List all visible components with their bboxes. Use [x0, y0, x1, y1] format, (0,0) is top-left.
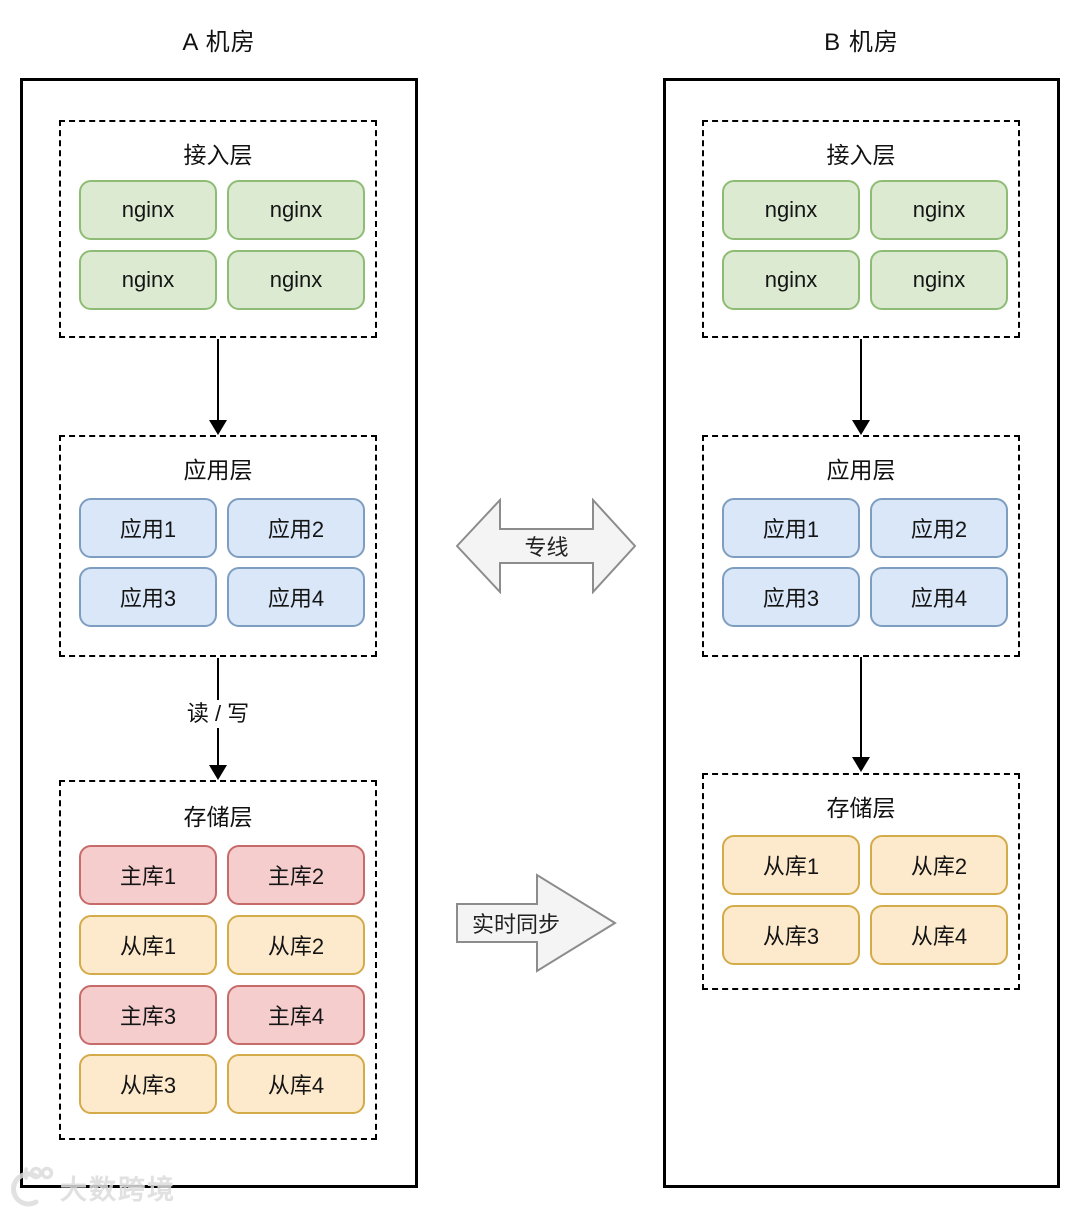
- layer-a-access: 接入层 nginx nginx nginx nginx: [59, 120, 377, 338]
- watermark-logo-icon: [11, 1166, 54, 1207]
- node-b-nginx-2: nginx: [870, 180, 1008, 240]
- layer-b-access-title: 接入层: [826, 142, 896, 168]
- realtime-sync-arrow: 实时同步: [456, 873, 617, 973]
- node-a-app-3: 应用3: [79, 567, 217, 627]
- node-b-nginx-3: nginx: [722, 250, 860, 310]
- layer-b-app-title: 应用层: [826, 457, 896, 483]
- layer-a-storage-title: 存储层: [183, 804, 253, 830]
- node-b-app-4: 应用4: [870, 567, 1008, 627]
- node-a-slave-2: 从库2: [227, 915, 365, 975]
- arrow-a-access-to-app: [209, 339, 227, 435]
- node-a-nginx-4: nginx: [227, 250, 365, 310]
- node-a-master-2: 主库2: [227, 845, 365, 905]
- dedicated-line-label: 专线: [524, 535, 569, 560]
- node-a-app-1: 应用1: [79, 498, 217, 558]
- node-a-app-2: 应用2: [227, 498, 365, 558]
- node-b-slave-4: 从库4: [870, 905, 1008, 965]
- node-a-master-3: 主库3: [79, 985, 217, 1045]
- layer-a-app: 应用层 应用1 应用2 应用3 应用4: [59, 435, 377, 657]
- node-a-slave-1: 从库1: [79, 915, 217, 975]
- node-b-nginx-1: nginx: [722, 180, 860, 240]
- node-a-nginx-1: nginx: [79, 180, 217, 240]
- realtime-sync-label: 实时同步: [471, 912, 560, 937]
- double-arrow-icon: [456, 498, 637, 594]
- node-a-slave-4: 从库4: [227, 1054, 365, 1114]
- dedicated-line-arrow: 专线: [456, 498, 637, 594]
- right-arrow-icon: [456, 873, 617, 973]
- watermark-text: 大数跨境: [60, 1174, 176, 1205]
- node-a-app-4: 应用4: [227, 567, 365, 627]
- node-b-app-2: 应用2: [870, 498, 1008, 558]
- read-write-label: 读 / 写: [172, 700, 264, 728]
- node-b-app-3: 应用3: [722, 567, 860, 627]
- node-a-master-1: 主库1: [79, 845, 217, 905]
- layer-a-access-title: 接入层: [183, 142, 253, 168]
- arrow-b-app-to-storage: [852, 657, 870, 772]
- arrow-b-access-to-app: [852, 339, 870, 435]
- node-a-master-4: 主库4: [227, 985, 365, 1045]
- node-a-nginx-3: nginx: [79, 250, 217, 310]
- layer-a-app-title: 应用层: [183, 457, 253, 483]
- datacenter-b-title: B 机房: [824, 29, 899, 56]
- node-b-app-1: 应用1: [722, 498, 860, 558]
- datacenter-a-title: A 机房: [182, 29, 256, 56]
- node-b-slave-1: 从库1: [722, 835, 860, 895]
- watermark: 大数跨境: [6, 1164, 176, 1210]
- layer-b-access: 接入层 nginx nginx nginx nginx: [702, 120, 1020, 338]
- node-a-slave-3: 从库3: [79, 1054, 217, 1114]
- layer-a-storage: 存储层 主库1 主库2 从库1 从库2 主库3 主库4 从库3 从库4: [59, 780, 377, 1140]
- layer-b-app: 应用层 应用1 应用2 应用3 应用4: [702, 435, 1020, 657]
- node-b-slave-2: 从库2: [870, 835, 1008, 895]
- node-b-slave-3: 从库3: [722, 905, 860, 965]
- node-b-nginx-4: nginx: [870, 250, 1008, 310]
- layer-b-storage: 存储层 从库1 从库2 从库3 从库4: [702, 773, 1020, 990]
- node-a-nginx-2: nginx: [227, 180, 365, 240]
- layer-b-storage-title: 存储层: [826, 795, 896, 821]
